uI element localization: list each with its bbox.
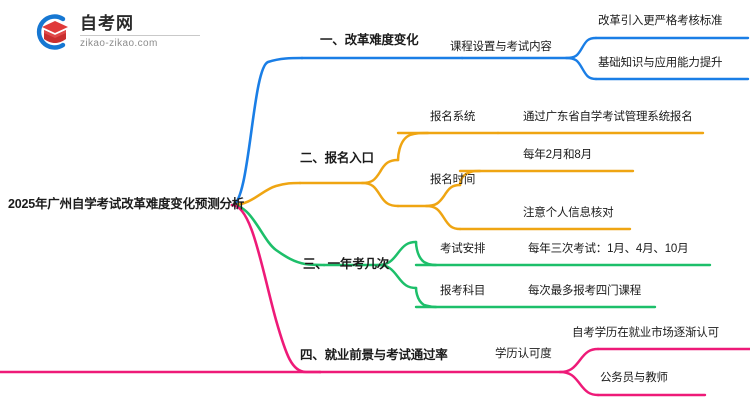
branch-3-child-2-label[interactable]: 报考科目 [440,285,486,297]
branch-1-leaf-2-label[interactable]: 基础知识与应用能力提升 [598,57,723,69]
branch-2-leaf-3-wire [424,204,462,231]
mindmap-root-node[interactable]: 2025年广州自学考试改革难度变化预测分析 [8,197,245,211]
branch-4-label[interactable]: 四、就业前景与考试通过率 [300,348,448,362]
branch-3-spine [230,203,326,267]
branch-2-leaf-2-riser [458,169,482,187]
graduation-cap-icon [30,12,74,52]
branch-1-leaf-2-wire [564,56,598,81]
branch-2-child-1-riser [396,131,430,162]
branch-4-spine [230,203,322,374]
logo-title: 自考网 [80,14,134,33]
branch-3-leaf-2-label[interactable]: 每次最多报考四门课程 [528,285,641,297]
branch-2-child-2-label[interactable]: 报名时间 [430,174,476,186]
logo-divider [80,35,200,36]
branch-2-leaf-1-label[interactable]: 通过广东省自学考试管理系统报名 [523,111,693,123]
branch-2-child-2-wire [360,181,400,208]
branch-4-child-1-label[interactable]: 学历认可度 [495,348,552,360]
site-logo[interactable]: 自考网 zikao-zikao.com [30,12,200,52]
branch-3-child-2-wire [376,263,418,290]
branch-1-spine [230,56,304,207]
branch-3-wires [230,203,712,309]
branch-1-wires [230,36,750,207]
branch-2-leaf-2-wire [396,183,462,208]
branch-4-leaf-2-wire [558,370,600,397]
branch-4-leaf-2-label[interactable]: 公务员与教师 [600,372,668,384]
branch-3-label[interactable]: 三、一年考几次 [303,257,390,271]
branch-4-wires [0,203,750,397]
branch-3-leaf-1-label[interactable]: 每年三次考试：1月、4月、10月 [528,243,689,255]
branch-3-child-1-riser [414,240,438,267]
branch-2-leaf-3-label[interactable]: 注意个人信息核对 [523,207,614,219]
branch-2-spine [230,181,302,207]
branch-1-leaf-1-label[interactable]: 改革引入更严格考核标准 [598,15,723,27]
branch-2-leaf-2-label[interactable]: 每年2月和8月 [523,149,592,161]
branch-1-child-1-label[interactable]: 课程设置与考试内容 [450,41,552,53]
branch-3-child-1-label[interactable]: 考试安排 [440,243,486,255]
branch-1-label[interactable]: 一、改革难度变化 [320,33,419,47]
branch-2-label[interactable]: 二、报名入口 [300,151,374,165]
logo-domain: zikao-zikao.com [80,38,158,49]
branch-2-child-1-label[interactable]: 报名系统 [430,111,476,123]
branch-3-child-2-riser [414,286,438,309]
branch-4-leaf-1-label[interactable]: 自考学历在就业市场逐渐认可 [572,327,719,339]
logo-wordmark: 自考网 zikao-zikao.com [80,15,200,49]
branch-2-wires [230,131,705,231]
